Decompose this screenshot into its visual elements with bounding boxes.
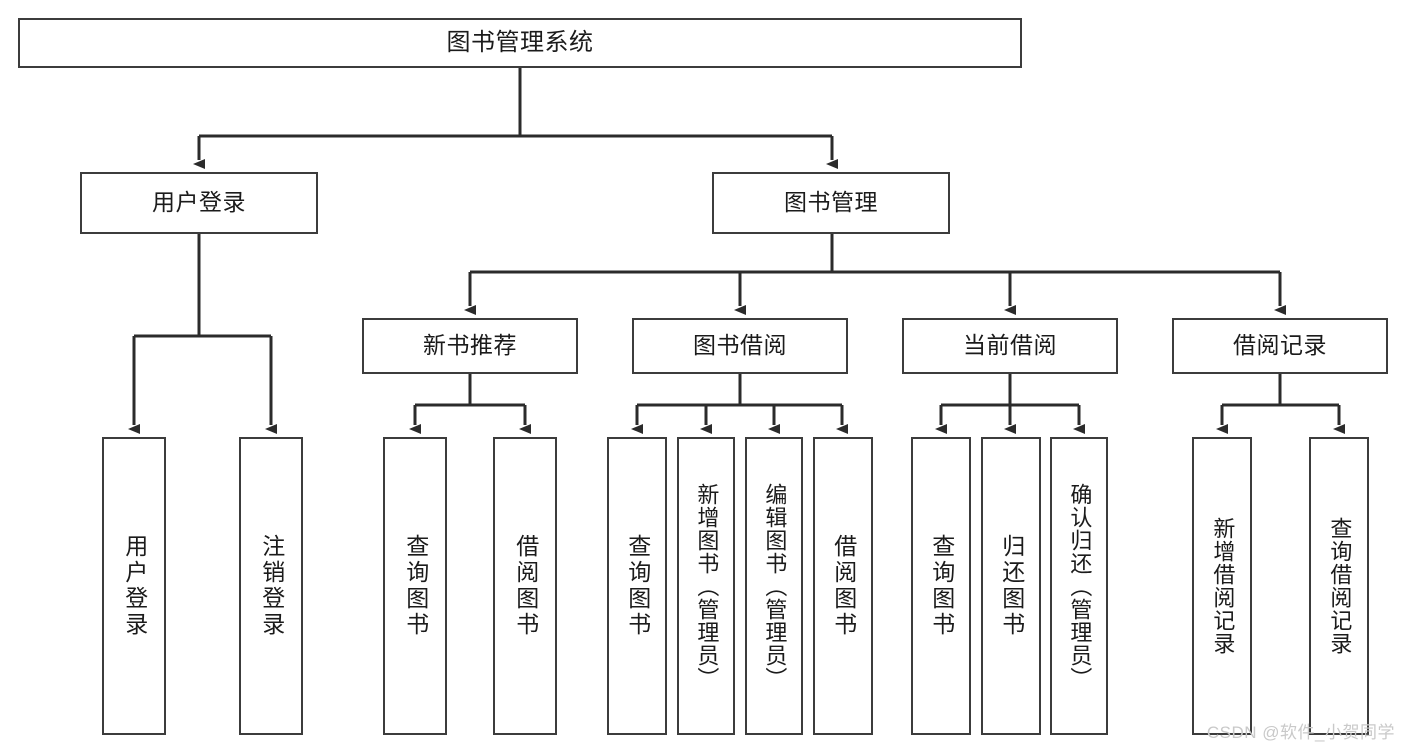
node-book-management[interactable]: 图书管理 bbox=[712, 172, 950, 234]
leaf-borrow-borrow-book[interactable]: 借阅图书 bbox=[813, 437, 873, 735]
leaf-new-book-borrow[interactable]: 借阅图书 bbox=[493, 437, 557, 735]
node-label: 注销登录 bbox=[258, 534, 285, 638]
node-book-borrowing[interactable]: 图书借阅 bbox=[632, 318, 848, 374]
leaf-current-return-book[interactable]: 归还图书 bbox=[981, 437, 1041, 735]
leaf-current-query-book[interactable]: 查询图书 bbox=[911, 437, 971, 735]
leaf-borrow-edit-book-admin[interactable]: 编辑图书（管理员） bbox=[745, 437, 803, 735]
node-label: 借阅图书 bbox=[830, 534, 857, 638]
node-label: 新增图书（管理员） bbox=[694, 482, 720, 690]
node-label: 借阅图书 bbox=[512, 534, 539, 638]
node-label: 图书管理系统 bbox=[446, 28, 594, 56]
node-label: 用户登录 bbox=[152, 189, 246, 216]
node-label: 查询借阅记录 bbox=[1327, 517, 1353, 655]
node-label: 图书借阅 bbox=[693, 332, 787, 359]
node-label: 编辑图书（管理员） bbox=[762, 482, 788, 690]
node-label: 归还图书 bbox=[998, 534, 1025, 638]
node-borrowing-records[interactable]: 借阅记录 bbox=[1172, 318, 1388, 374]
leaf-user-login-login[interactable]: 用户登录 bbox=[102, 437, 166, 735]
node-label: 新增借阅记录 bbox=[1210, 517, 1236, 655]
leaf-borrow-add-book-admin[interactable]: 新增图书（管理员） bbox=[677, 437, 735, 735]
leaf-current-confirm-return-admin[interactable]: 确认归还（管理员） bbox=[1050, 437, 1108, 735]
node-new-book-recommendation[interactable]: 新书推荐 bbox=[362, 318, 578, 374]
node-label: 查询图书 bbox=[624, 534, 651, 638]
node-label: 查询图书 bbox=[928, 534, 955, 638]
node-current-borrowing[interactable]: 当前借阅 bbox=[902, 318, 1118, 374]
node-label: 图书管理 bbox=[784, 189, 878, 216]
node-label: 借阅记录 bbox=[1233, 332, 1327, 359]
node-label: 确认归还（管理员） bbox=[1067, 482, 1093, 690]
node-user-login[interactable]: 用户登录 bbox=[80, 172, 318, 234]
node-label: 用户登录 bbox=[121, 534, 148, 638]
watermark: CSDN @软件_小贺同学 bbox=[1206, 723, 1395, 742]
leaf-new-book-query[interactable]: 查询图书 bbox=[383, 437, 447, 735]
node-label: 当前借阅 bbox=[963, 332, 1057, 359]
node-label: 新书推荐 bbox=[423, 332, 517, 359]
leaf-borrow-query-book[interactable]: 查询图书 bbox=[607, 437, 667, 735]
leaf-record-query-record[interactable]: 查询借阅记录 bbox=[1309, 437, 1369, 735]
leaf-record-add-record[interactable]: 新增借阅记录 bbox=[1192, 437, 1252, 735]
node-label: 查询图书 bbox=[402, 534, 429, 638]
leaf-user-login-logout[interactable]: 注销登录 bbox=[239, 437, 303, 735]
node-book-management-system[interactable]: 图书管理系统 bbox=[18, 18, 1022, 68]
